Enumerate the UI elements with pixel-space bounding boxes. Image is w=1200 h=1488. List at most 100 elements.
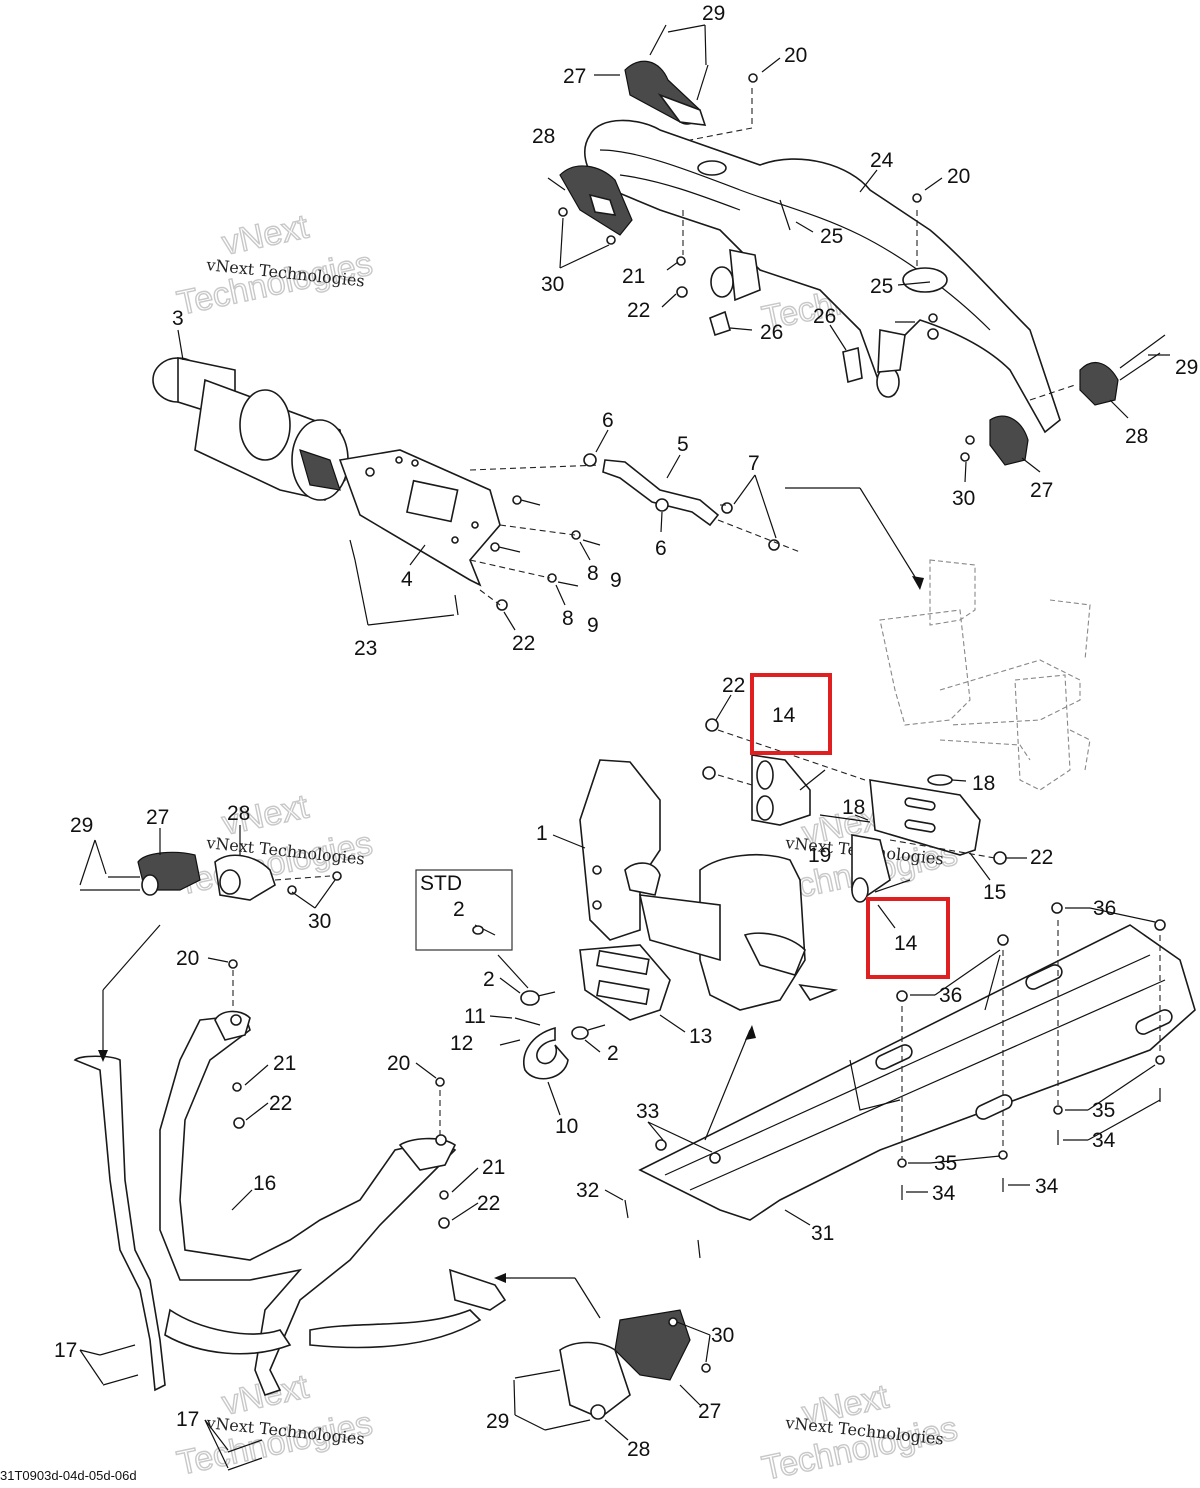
leader [244, 1064, 269, 1086]
leader [661, 293, 677, 308]
callout-27: 27 [563, 65, 586, 88]
leader [604, 1419, 629, 1441]
callout-21: 21 [622, 265, 645, 288]
leader [489, 1015, 513, 1019]
winch-clutch [299, 449, 341, 491]
bolt-25 [779, 199, 791, 231]
ghost-frame-part [939, 739, 1031, 761]
callout-21: 21 [273, 1052, 296, 1075]
clip-36 [997, 934, 1009, 946]
cover-27-left-end [141, 874, 159, 896]
leader [761, 57, 781, 73]
upper-bumper-assembly [558, 24, 1166, 466]
washer-21 [232, 1082, 242, 1092]
bolt-17 [99, 1344, 136, 1356]
ghost-frame-part [939, 659, 1081, 726]
cover-28-right [1079, 362, 1119, 406]
frame-bracket [729, 249, 761, 302]
callout-18: 18 [842, 796, 865, 819]
leader [415, 1062, 437, 1079]
leader [579, 541, 591, 561]
leader [451, 1202, 479, 1221]
clip-26 [709, 310, 731, 337]
bolt-2 [571, 1026, 589, 1040]
leader [934, 949, 1001, 996]
skid-plate-31 [638, 924, 1196, 1221]
left-cover-brackets [80, 851, 342, 901]
callout-18: 18 [972, 772, 995, 795]
nut-6 [655, 498, 669, 512]
callout-4: 4 [401, 568, 413, 591]
leader [666, 454, 681, 479]
nut-30 [960, 452, 970, 462]
washer-35 [1155, 1055, 1165, 1065]
callout-19: 19 [808, 844, 831, 867]
washer-21 [928, 313, 938, 323]
frame-mount-hole [435, 1134, 447, 1146]
leader [854, 814, 869, 821]
nut-30 [287, 885, 297, 895]
leader [667, 24, 706, 33]
leader [207, 957, 229, 963]
arrow-line [704, 1029, 751, 1141]
nut-20 [912, 193, 922, 203]
skid-plate-slot [1025, 964, 1063, 990]
nut-30 [701, 1363, 711, 1373]
callout-33: 33 [636, 1100, 659, 1123]
callout-28: 28 [532, 125, 555, 148]
mount-plate-hole [451, 536, 459, 544]
cover-27-bottom [614, 1309, 691, 1381]
leader [513, 1379, 516, 1416]
nut-30 [965, 435, 975, 445]
bracket-15 [869, 779, 981, 856]
nut-33 [709, 1152, 721, 1164]
callout-20: 20 [947, 165, 970, 188]
leader [969, 852, 991, 881]
bracket-15-slot [904, 819, 936, 833]
callout-14: 14 [772, 704, 796, 727]
callout-14: 14 [894, 932, 918, 955]
highlight-box-14-upper [750, 673, 832, 755]
frame-16-crossbar [164, 1308, 292, 1355]
leader [660, 511, 663, 533]
bumper-1-center [638, 894, 721, 962]
bracket-14-left-hole [756, 760, 774, 790]
bolt-part [512, 495, 522, 505]
callout-labels: 29 20 27 28 24 20 25 21 25 30 22 26 26 2… [54, 2, 1198, 1461]
leader [497, 954, 529, 989]
std-bolt [472, 925, 484, 935]
callout-34: 34 [1035, 1175, 1059, 1198]
nut-22 [496, 599, 508, 611]
callout-26: 26 [760, 321, 783, 344]
callout-27: 27 [146, 806, 169, 829]
bracket-15-slot [904, 797, 936, 811]
leader [559, 217, 564, 269]
callout-29: 29 [1175, 356, 1198, 379]
callout-9: 9 [587, 614, 599, 637]
bolt-18 [819, 814, 871, 823]
assembly-line [717, 519, 801, 553]
skid-plate-slot [1135, 1009, 1173, 1035]
assembly-line [889, 839, 996, 859]
callout-17: 17 [54, 1339, 77, 1362]
reference-code: 31T0903d-04d-05d-06d [0, 1468, 137, 1483]
arrow-line [859, 487, 921, 586]
bumper-1-hole [592, 900, 602, 910]
callout-20: 20 [784, 44, 807, 67]
cover-27-right [989, 415, 1029, 466]
leader [859, 169, 878, 193]
bumper-1-cutout [743, 932, 806, 976]
leader [729, 327, 753, 331]
leader [659, 1014, 686, 1033]
callout-17: 17 [176, 1408, 199, 1431]
arrow-head [494, 1273, 506, 1283]
callout-22: 22 [722, 674, 745, 697]
clip-36 [1154, 919, 1166, 931]
arrow-line [984, 954, 1001, 1011]
bolt-part [490, 542, 500, 552]
leader [647, 1121, 713, 1153]
leader [79, 839, 96, 886]
leader [79, 1349, 101, 1356]
bolt-29 [544, 1419, 591, 1431]
mount-plate-hole [395, 456, 403, 464]
